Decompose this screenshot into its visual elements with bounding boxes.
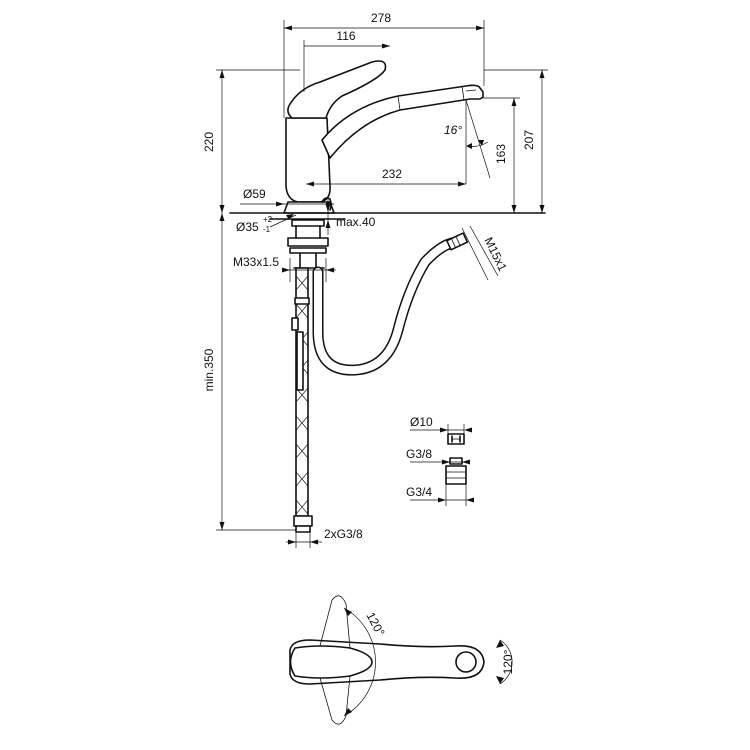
faucet-side-view — [229, 60, 546, 533]
dim-spray-angle: 16° — [444, 123, 462, 137]
dim-hose-connection: 2xG3/8 — [324, 527, 363, 541]
dim-adapter-thread-small: G3/8 — [406, 447, 432, 461]
dim-rotation-spout: 120° — [501, 649, 515, 674]
dim-hole-diameter: Ø35 — [236, 220, 259, 234]
dim-adapter-thread-large: G3/4 — [406, 485, 432, 499]
dim-lever-offset: 116 — [336, 29, 355, 43]
adapter-detail — [410, 424, 474, 506]
dim-adapter-diameter: Ø10 — [410, 415, 433, 429]
dim-shank-thread: M33x1.5 — [233, 255, 279, 269]
dim-overall-height: 220 — [202, 132, 216, 152]
dimension-lines — [216, 20, 548, 548]
dim-hole-tol-upper: +2 — [263, 215, 273, 224]
dim-base-diameter: Ø59 — [243, 187, 266, 201]
dimension-labels: 278 116 220 207 16° 163 232 Ø59 Ø35 +2 -… — [202, 11, 536, 674]
dim-max-thickness: max.40 — [336, 215, 376, 229]
faucet-top-view — [289, 595, 513, 725]
dim-hose-length: min.350 — [202, 348, 216, 391]
dim-hole-tol-lower: -1 — [263, 225, 271, 234]
dim-spout-height: 207 — [522, 130, 536, 150]
dim-reach: 232 — [382, 167, 402, 181]
dim-overall-width: 278 — [371, 11, 391, 25]
dim-outlet-height: 163 — [494, 144, 508, 164]
dim-rotation-lever: 120° — [364, 610, 388, 639]
